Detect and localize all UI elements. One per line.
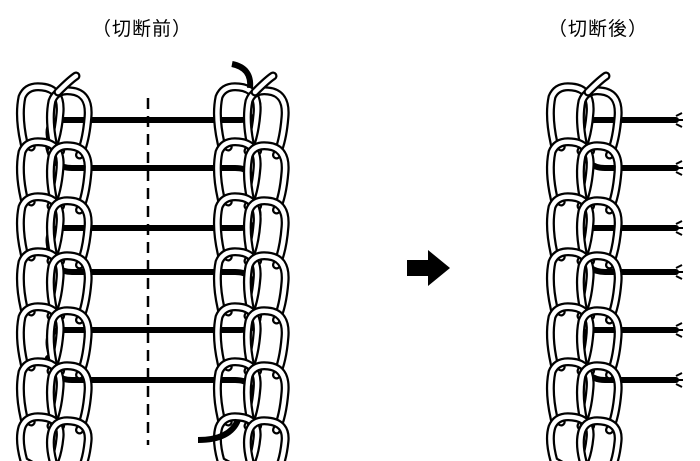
frayed-end-icon	[675, 372, 683, 388]
chain-loop-left	[548, 359, 593, 429]
thread-before	[45, 207, 262, 253]
chain-loop-right	[578, 88, 621, 158]
frayed-end-icon	[675, 322, 683, 338]
chain-loop-right	[48, 88, 91, 158]
chain-loop-left	[215, 249, 260, 319]
chain-loop-left	[548, 194, 593, 264]
thread-after-cut	[578, 225, 679, 253]
frayed-end-icon	[675, 112, 683, 128]
chain-loop-left	[548, 84, 593, 154]
chain-left-before	[15, 71, 93, 461]
chain-loop-left	[215, 139, 260, 209]
chain-loop-right	[578, 253, 621, 323]
chain-top-hook	[585, 73, 609, 95]
chain-loop-right	[245, 88, 288, 158]
chain-loop-right	[578, 143, 621, 213]
chain-loop-right	[48, 253, 91, 323]
chain-loop-left	[548, 249, 593, 319]
chain-loop-right	[48, 198, 91, 268]
chain-loop-right	[578, 308, 621, 378]
chain-loop-right	[578, 418, 621, 461]
chain-right-before	[212, 71, 290, 461]
arrow-right-icon	[407, 250, 450, 286]
chain-loop-left	[215, 304, 260, 374]
chain-loop-right	[245, 363, 288, 433]
frayed-end-icon	[675, 160, 683, 176]
chain-loop-right	[48, 363, 91, 433]
chain-loop-left	[215, 84, 260, 154]
thread-after-cut	[578, 117, 679, 145]
thread-before	[45, 99, 262, 145]
chain-loop-left	[215, 359, 260, 429]
thread-top-end	[231, 61, 254, 89]
chain-loop-right	[48, 418, 91, 461]
chain-after	[545, 71, 623, 461]
chain-loop-left	[215, 194, 260, 264]
chain-loop-right	[48, 143, 91, 213]
chain-loop-left	[18, 194, 63, 264]
frayed-end-icon	[675, 220, 683, 236]
chain-loop-right	[245, 308, 288, 378]
chain-loop-right	[578, 363, 621, 433]
chain-loop-right	[245, 143, 288, 213]
chain-loop-left	[18, 84, 63, 154]
chain-loop-left	[18, 359, 63, 429]
label-before-cutting: （切断前）	[92, 18, 193, 40]
chain-top-hook	[55, 73, 79, 95]
thread-bottom-end	[197, 418, 241, 443]
chain-loop-left	[18, 414, 63, 461]
chain-loop-right	[245, 253, 288, 323]
label-after-cutting: （切断後）	[548, 18, 649, 40]
chain-top-hook	[252, 73, 276, 95]
chain-loop-left	[18, 304, 63, 374]
thread-after-cut	[578, 327, 679, 355]
chain-loop-left	[548, 414, 593, 461]
chain-loop-right	[48, 308, 91, 378]
chain-loop-right	[578, 198, 621, 268]
chain-loop-right	[245, 198, 288, 268]
frayed-end-icon	[675, 264, 683, 280]
chain-loop-left	[18, 249, 63, 319]
chain-loop-right	[245, 418, 288, 461]
chain-loop-left	[548, 304, 593, 374]
chain-loop-left	[548, 139, 593, 209]
chain-loop-left	[18, 139, 63, 209]
